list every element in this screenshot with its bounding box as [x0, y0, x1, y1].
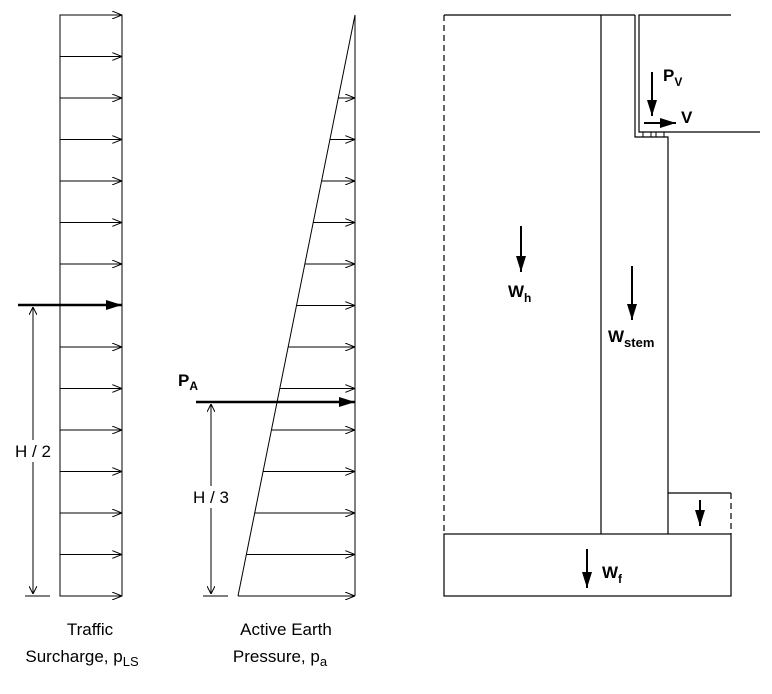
pressure-arrows: [238, 98, 355, 596]
pv-label: PV: [663, 66, 682, 89]
surcharge-arrows: [60, 15, 122, 596]
wh-label: Wh: [508, 282, 531, 305]
earth-pressure-diagram: [196, 14, 356, 596]
wall-section: [443, 14, 760, 597]
h3-label: H / 3: [193, 488, 229, 507]
v-label: V: [681, 108, 693, 127]
traffic-caption-1: Traffic: [67, 620, 114, 639]
wstem-label: Wstem: [608, 327, 654, 350]
traffic-caption-2: Surcharge, pLS: [25, 647, 139, 669]
earth-caption-1: Active Earth: [240, 620, 332, 639]
traffic-surcharge-diagram: [18, 15, 123, 596]
bearing-pads: [642, 131, 665, 138]
footing: [443, 533, 732, 597]
h2-label: H / 2: [15, 442, 51, 461]
pa-label: PA: [178, 371, 198, 393]
wf-label: Wf: [602, 563, 623, 586]
superstructure: [638, 14, 760, 133]
earth-caption-2: Pressure, pa: [233, 647, 328, 669]
